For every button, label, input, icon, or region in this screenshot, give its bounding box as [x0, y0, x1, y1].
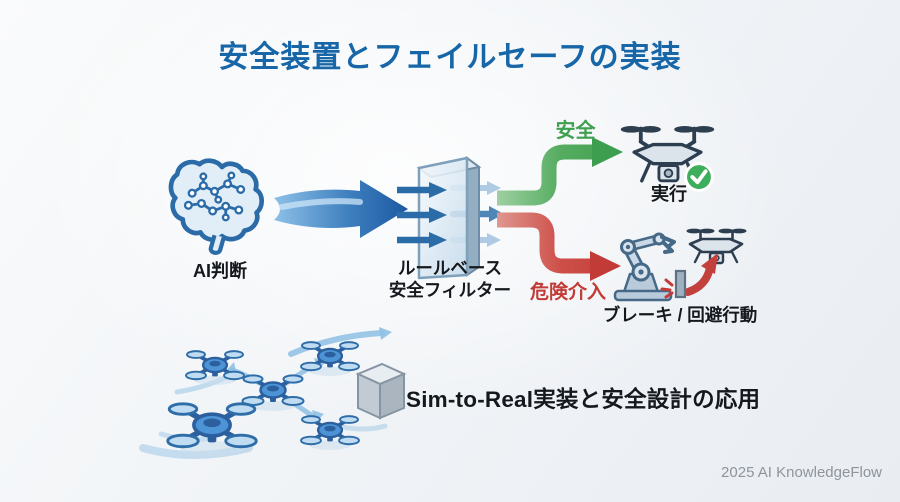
- flow-arrow-icon: [274, 180, 408, 238]
- danger-path-label: 危険介入: [529, 282, 606, 303]
- safety-filter-panel-icon: [397, 156, 504, 280]
- safe-path-arrow-icon: [497, 137, 623, 206]
- safe-path-label: 安全: [555, 120, 596, 142]
- evading-drone-icon: [686, 228, 747, 265]
- filter-label-line1: ルールベース: [397, 258, 503, 278]
- filter-label: ルールベース 安全フィルター: [370, 258, 530, 302]
- check-badge-icon: [684, 162, 714, 192]
- danger-outcome-label: ブレーキ / 回避行動: [602, 305, 758, 325]
- drone-swarm-icon: [139, 327, 407, 459]
- brain-circuit-icon: [168, 158, 264, 255]
- safe-outcome-label: 実行: [651, 184, 687, 204]
- filter-label-line2: 安全フィルター: [388, 279, 512, 300]
- robot-arm-brake-icon: [613, 228, 747, 302]
- danger-path-arrow-icon: [497, 212, 621, 281]
- caption-text: Sim-to-Real実装と安全設計の応用: [406, 387, 761, 412]
- page-title: 安全装置とフェイルセーフの実装: [218, 41, 682, 74]
- drone-icon: [620, 126, 715, 192]
- footer-credit: 2025 AI KnowledgeFlow: [721, 464, 882, 481]
- ai-decision-label: AI判断: [193, 261, 247, 281]
- obstacle-cube-icon: [355, 362, 407, 420]
